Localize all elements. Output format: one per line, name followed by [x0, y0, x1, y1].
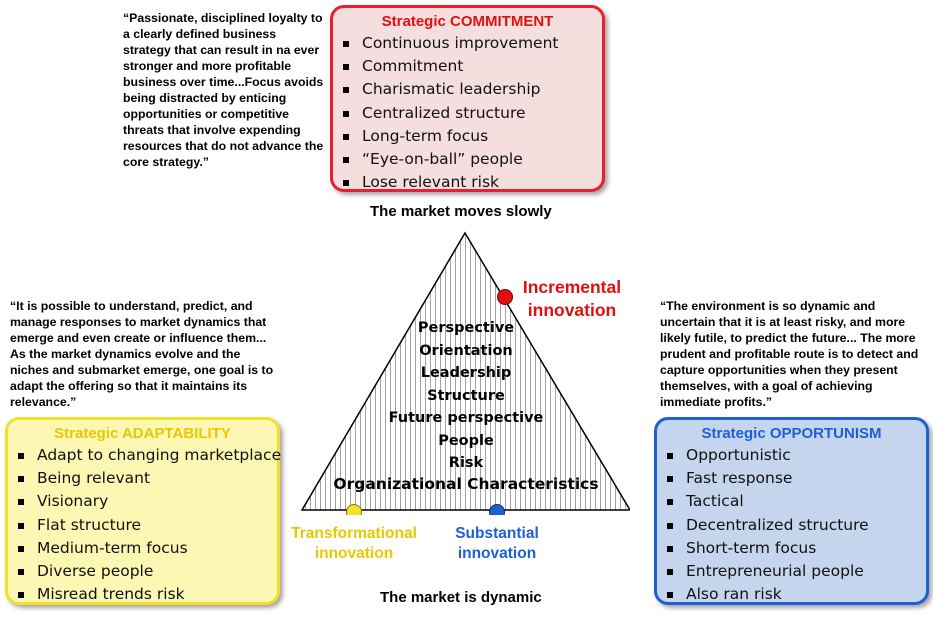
opportunism-list: Opportunistic Fast response Tactical Dec… [665, 444, 918, 606]
market-dynamic-label: The market is dynamic [380, 589, 542, 606]
substantial-line-1: Substantial [455, 525, 539, 542]
incremental-line-1: Incremental [522, 277, 622, 297]
substantial-innovation-label: Substantial innovation [448, 524, 546, 564]
pyramid-triangle [300, 231, 630, 511]
characteristic-item: Future perspective [388, 410, 544, 426]
characteristics-list: Perspective Orientation Leadership Struc… [380, 317, 552, 475]
transformational-line-1: Transformational [291, 525, 417, 542]
list-item: “Eye-on-ball” people [341, 148, 594, 171]
adaptability-quote: “It is possible to understand, predict, … [10, 299, 274, 409]
list-item: Flat structure [16, 514, 269, 537]
list-item: Misread trends risk [16, 583, 269, 606]
commitment-title: Strategic COMMITMENT [381, 13, 554, 30]
adaptability-box: Strategic ADAPTABILITY Adapt to changing… [5, 417, 281, 606]
characteristic-item: Perspective [417, 320, 515, 336]
commitment-list: Continuous improvement Commitment Charis… [341, 32, 594, 194]
list-item: Adapt to changing marketplace [16, 444, 281, 467]
list-item: Also ran risk [665, 583, 918, 606]
list-item: Being relevant [16, 467, 269, 490]
characteristic-item: Structure [427, 387, 505, 404]
list-item: Centralized structure [341, 102, 594, 125]
list-item: Short-term focus [665, 537, 918, 560]
substantial-line-2: innovation [457, 545, 537, 563]
strategy-pyramid [300, 231, 630, 515]
list-item: Visionary [16, 490, 269, 513]
adaptability-title: Strategic ADAPTABILITY [54, 425, 231, 442]
list-item: Decentralized structure [665, 514, 918, 537]
characteristic-item: People [438, 432, 494, 449]
list-item: Continuous improvement [341, 32, 594, 55]
transformational-line-2: innovation [314, 545, 394, 563]
transformational-innovation-label: Transformational innovation [285, 524, 423, 564]
commitment-box: Strategic COMMITMENT Continuous improvem… [330, 5, 605, 192]
list-item: Opportunistic [665, 444, 918, 467]
opportunism-quote: “The environment is so dynamic and uncer… [660, 299, 919, 409]
list-item: Fast response [665, 467, 918, 490]
list-item: Diverse people [16, 560, 269, 583]
characteristic-item: Leadership [420, 365, 512, 381]
list-item: Charismatic leadership [341, 78, 594, 101]
list-item: Medium-term focus [16, 537, 269, 560]
list-item: Lose relevant risk [341, 171, 594, 194]
list-item: Entrepreneurial people [665, 560, 918, 583]
list-item: Long-term focus [341, 125, 594, 148]
list-item: Commitment [341, 55, 594, 78]
adaptability-list: Adapt to changing marketplace Being rele… [16, 444, 281, 606]
list-item: Tactical [665, 490, 918, 513]
characteristic-item: Risk [448, 455, 484, 471]
commitment-quote: “Passionate, disciplined loyalty to a cl… [123, 11, 324, 169]
incremental-innovation-label: Incremental innovation [516, 276, 628, 322]
characteristic-item: Orientation [419, 342, 513, 359]
opportunism-box: Strategic OPPORTUNISM Opportunistic Fast… [654, 417, 929, 605]
incremental-innovation-dot [497, 289, 513, 305]
transformational-innovation-dot [346, 504, 362, 515]
market-slow-label: The market moves slowly [370, 203, 552, 220]
substantial-innovation-dot [489, 504, 505, 515]
organizational-characteristics-label: Organizational Characteristics [333, 475, 599, 493]
incremental-line-2: innovation [527, 299, 617, 320]
opportunism-title: Strategic OPPORTUNISM [701, 425, 882, 442]
